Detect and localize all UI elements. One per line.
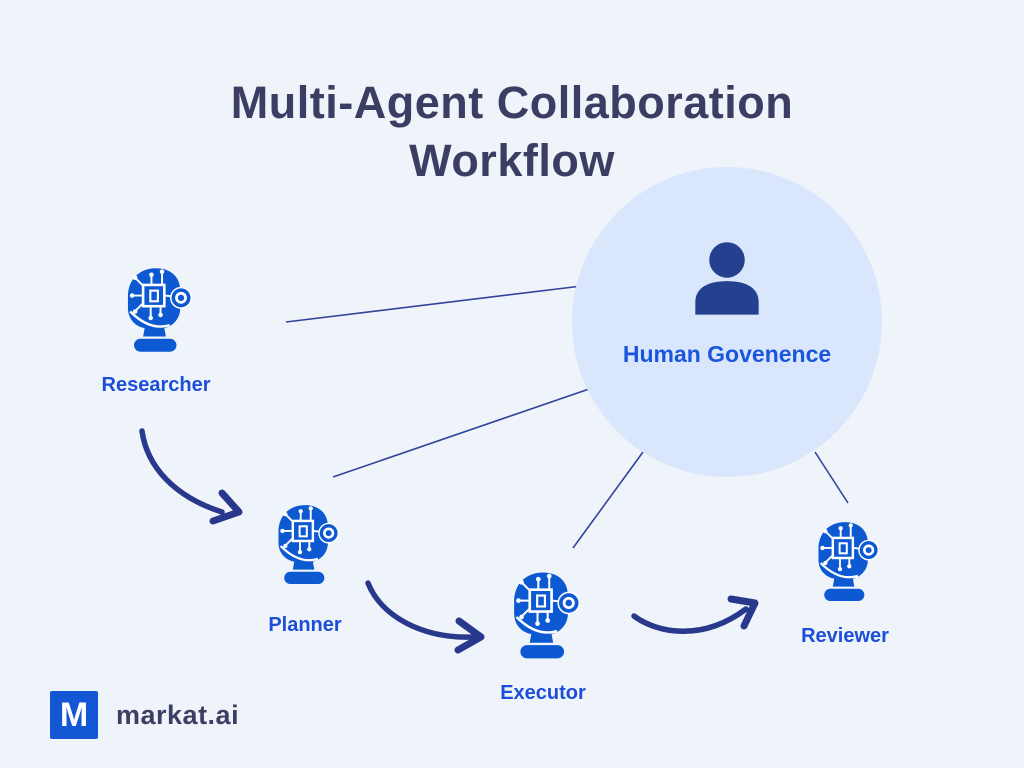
human-governance-node: Human Govenence [572, 167, 882, 477]
arrow-planner-to-executor [365, 580, 485, 654]
link-governance-reviewer [814, 451, 849, 504]
link-governance-researcher [285, 284, 591, 323]
person-icon [695, 242, 759, 315]
ai-robot-head-icon [126, 266, 193, 354]
brand-logo: M markat.ai [50, 691, 239, 739]
agent-node-executor: Executor [478, 570, 608, 705]
diagram-title-line2: Workflow [409, 135, 615, 186]
agent-node-researcher: Researcher [91, 266, 221, 397]
arrow-executor-to-reviewer [631, 595, 759, 634]
logo-monogram-square: M [50, 691, 98, 739]
agent-node-planner: Planner [240, 503, 370, 637]
agent-node-reviewer: Reviewer [780, 520, 910, 648]
ai-robot-head-icon [512, 571, 581, 660]
arrow-researcher-to-planner [139, 428, 243, 525]
logo-monogram: M [59, 695, 89, 734]
link-governance-executor [572, 451, 644, 549]
agent-label-planner: Planner [268, 614, 342, 636]
agent-label-reviewer: Reviewer [801, 625, 889, 647]
logo-text: markat.ai [116, 699, 240, 730]
ai-robot-head-icon [277, 503, 340, 586]
agent-label-researcher: Researcher [101, 374, 211, 396]
diagram-title-line1: Multi-Agent Collaboration [230, 77, 794, 128]
link-governance-planner [332, 387, 593, 478]
agent-label-executor: Executor [500, 682, 586, 704]
diagram-title: Multi-Agent Collaboration Workflow [0, 74, 1024, 190]
human-governance-label: Human Govenence [622, 341, 832, 367]
ai-robot-head-icon [817, 520, 880, 603]
